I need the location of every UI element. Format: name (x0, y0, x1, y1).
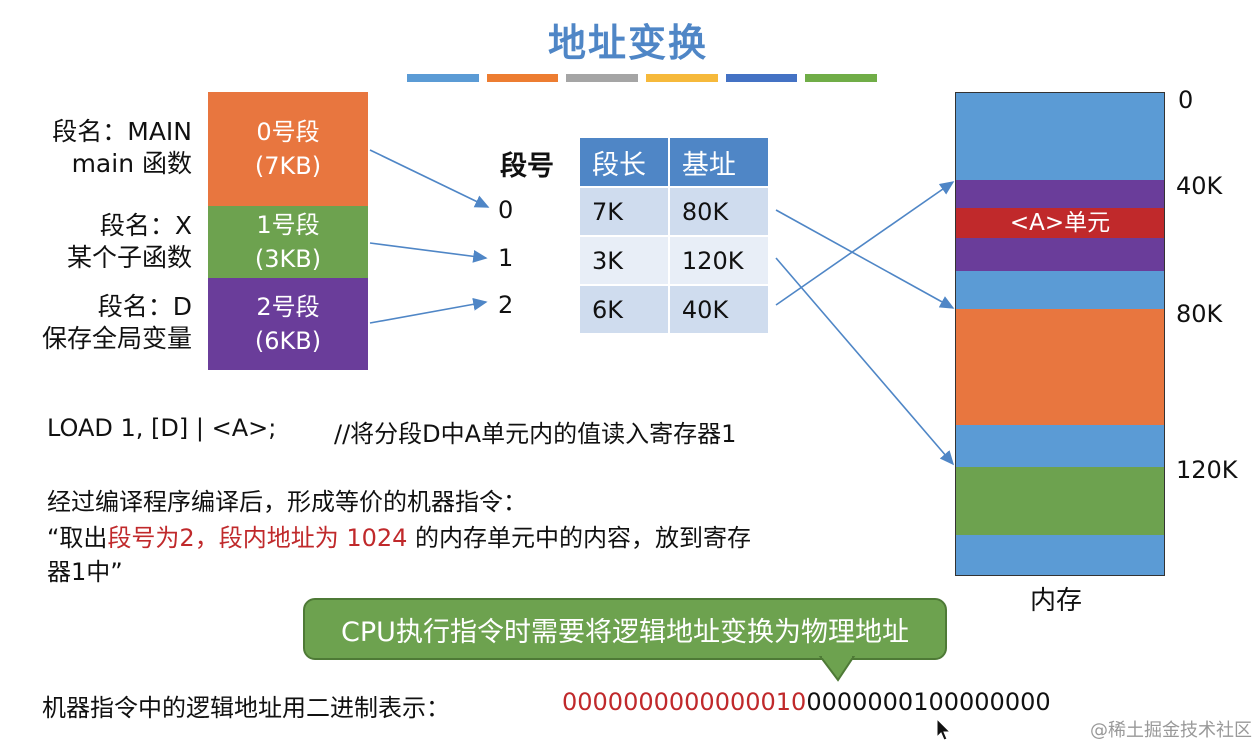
explain-after: 的内存单元中的内容，放到寄存 (407, 524, 752, 552)
segment-name: 段名：D (97, 292, 192, 321)
cell-length: 7K (580, 186, 670, 236)
col-header-base: 基址 (668, 138, 771, 187)
segment-block-0: 0号段 (7KB) (208, 92, 368, 206)
binary-offset-bits: 0000000100000000 (806, 688, 1051, 716)
page-title: 地址变换 (547, 21, 708, 65)
watermark: @稀土掘金技术社区 (1090, 720, 1252, 741)
cell-base: 40K (668, 284, 771, 333)
cell-length: 3K (580, 235, 670, 285)
segment-desc: main 函数 (71, 149, 192, 178)
cell-length: 6K (580, 284, 670, 333)
segment-label-main: 段名：MAIN main 函数 (0, 116, 192, 180)
table-row: 7K 80K (580, 186, 771, 236)
memory-address-40k: 40K (1176, 172, 1223, 200)
segment-block-size: (6KB) (254, 327, 322, 355)
arrow-row2-to-40k (775, 181, 955, 306)
explain-red-part: 段号为2，段内地址为 1024 (107, 524, 408, 552)
col-header-length: 段长 (580, 138, 670, 187)
explain-line2: “取出段号为2，段内地址为 1024 的内存单元中的内容，放到寄存 (47, 518, 751, 553)
title-color-stripe (407, 74, 878, 82)
memory-segment-2 (956, 238, 1164, 271)
segment-block-size: (3KB) (254, 245, 322, 273)
seg-number-0: 0 (498, 196, 514, 224)
memory-segment-0 (956, 309, 1164, 425)
cell-base: 120K (668, 235, 771, 285)
segment-block-title: 0号段 (256, 118, 320, 146)
table-row: 3K 120K (580, 235, 771, 285)
memory-address-120k: 120K (1176, 456, 1238, 484)
cell-base: 80K (668, 186, 771, 236)
segment-table: 段长 基址 7K 80K 3K 120K 6K 40K (580, 138, 771, 333)
segment-desc: 某个子函数 (66, 243, 192, 272)
explain-line1: 经过编译程序编译后，形成等价的机器指令： (47, 488, 527, 516)
arrow-seg0-to-num0 (369, 149, 490, 208)
memory-free-region (956, 271, 1164, 309)
callout-tail (818, 656, 856, 682)
arrow-row1-to-120k (775, 257, 955, 466)
segment-desc: 保存全局变量 (41, 324, 192, 353)
seg-number-2: 2 (498, 291, 514, 319)
instruction-code: LOAD 1, [D] | <A>; (47, 414, 277, 442)
stripe-segment (486, 74, 559, 82)
instruction-comment: //将分段D中A单元内的值读入寄存器1 (334, 420, 737, 448)
memory-segment-1 (956, 467, 1164, 535)
memory-column: <A>单元 (955, 92, 1165, 576)
arrow-seg1-to-num1 (369, 242, 488, 263)
stripe-segment (725, 74, 798, 82)
stripe-segment (407, 74, 479, 82)
explain-quote-open: “取出 (47, 524, 108, 552)
explain-line3: 器1中” (47, 558, 123, 586)
segment-block-title: 1号段 (256, 211, 320, 239)
mouse-cursor-icon (936, 718, 952, 741)
seg-number-1: 1 (498, 244, 514, 272)
table-row: 6K 40K (580, 284, 771, 333)
stripe-segment (566, 74, 639, 82)
segment-block-title: 2号段 (256, 293, 320, 321)
memory-address-0: 0 (1178, 86, 1194, 114)
memory-free-region (956, 425, 1164, 467)
memory-caption: 内存 (1030, 586, 1083, 616)
callout-bubble: CPU执行指令时需要将逻辑地址变换为物理地址 (303, 598, 947, 660)
memory-segment-2 (956, 180, 1164, 208)
memory-address-80k: 80K (1176, 300, 1223, 328)
binary-address: 00000000000000100000000100000000 (562, 688, 1051, 716)
segment-name: 段名：MAIN (52, 117, 192, 146)
binary-label: 机器指令中的逻辑地址用二进制表示： (42, 694, 450, 722)
segment-name: 段名：X (99, 211, 192, 240)
memory-free-region (956, 93, 1164, 180)
stripe-segment (646, 74, 718, 82)
segment-label-x: 段名：X 某个子函数 (0, 210, 192, 274)
memory-cell-a: <A>单元 (956, 208, 1164, 238)
segment-block-size: (7KB) (254, 152, 322, 180)
segment-label-d: 段名：D 保存全局变量 (0, 291, 192, 355)
segment-block-1: 1号段 (3KB) (208, 206, 368, 278)
table-header-row: 段长 基址 (580, 138, 771, 187)
arrow-row0-to-80k (775, 209, 955, 309)
arrow-seg2-to-num2 (369, 297, 488, 324)
seg-number-header: 段号 (500, 151, 554, 182)
binary-segment-bits: 0000000000000010 (562, 688, 807, 716)
memory-free-region (956, 535, 1164, 575)
stripe-segment (805, 74, 878, 82)
segment-block-2: 2号段 (6KB) (208, 278, 368, 370)
